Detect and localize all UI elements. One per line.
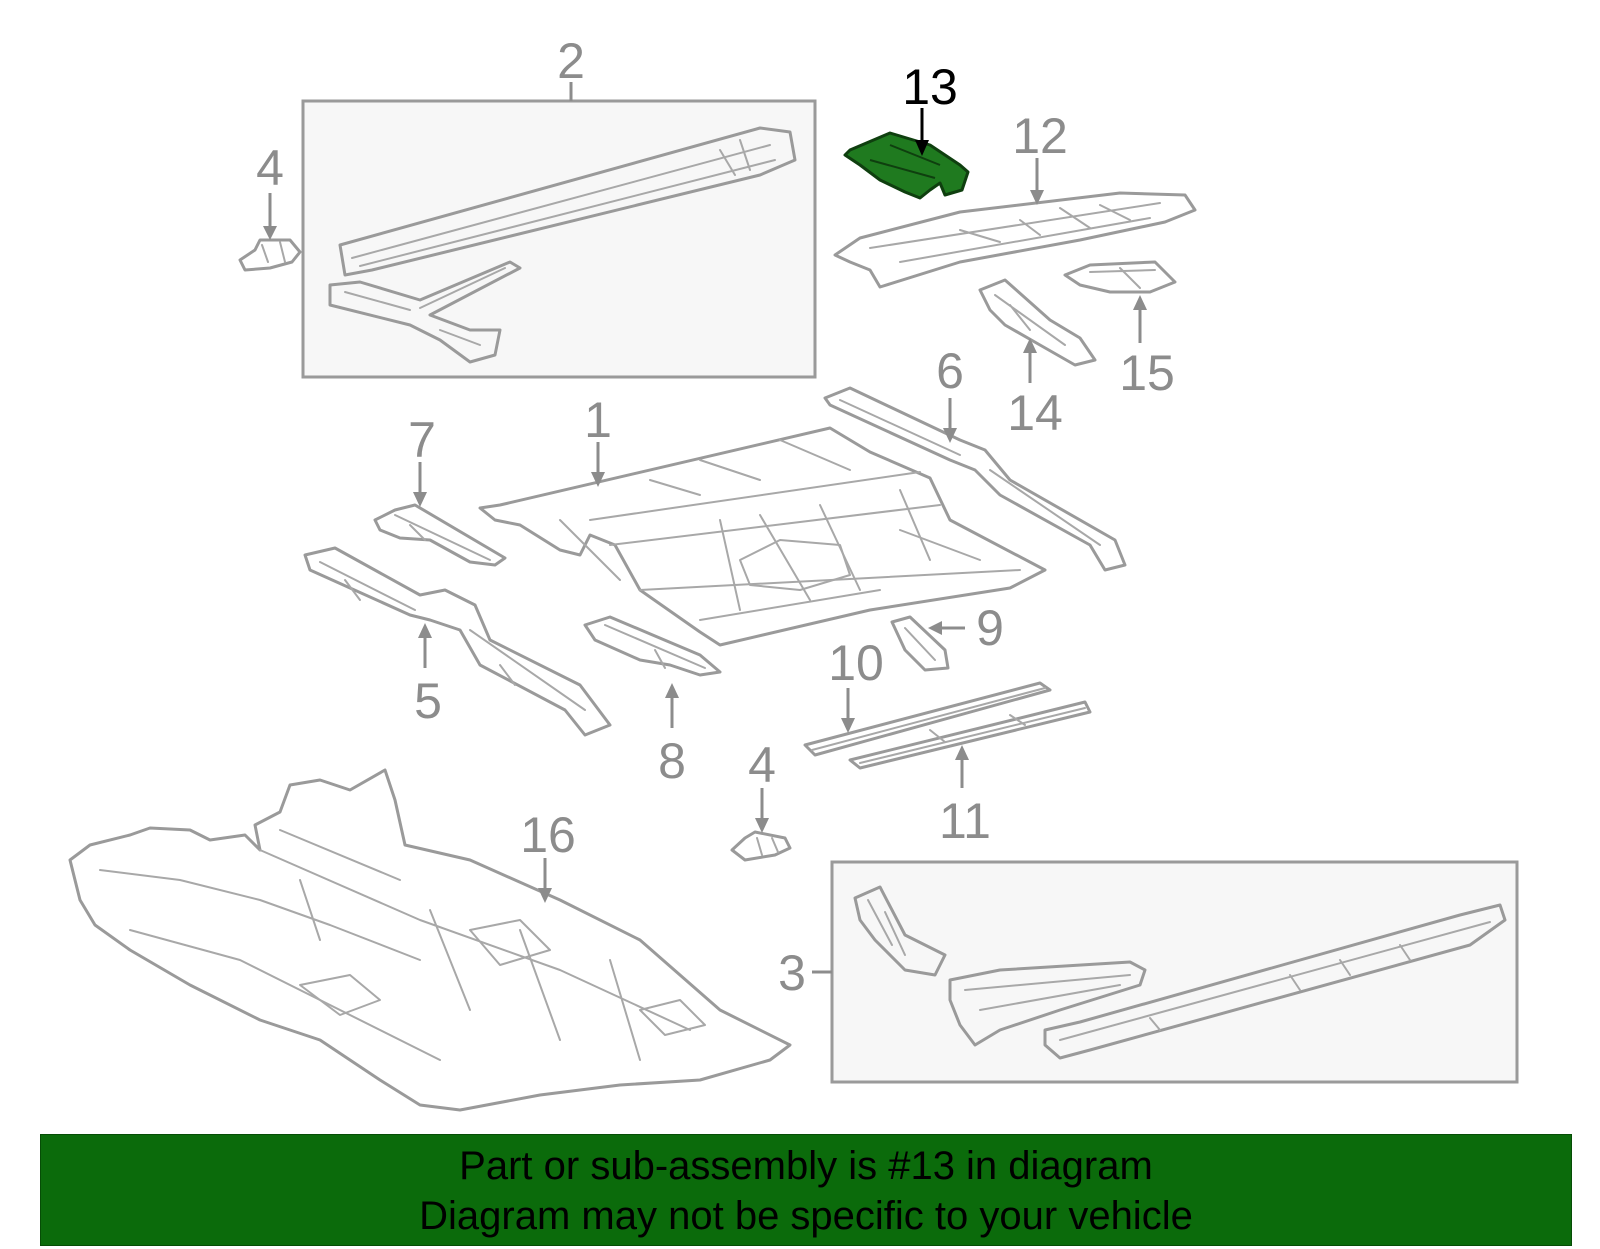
callout-14: 14 <box>1007 385 1063 441</box>
part-4-bracket-upper <box>238 238 302 272</box>
callout-5: 5 <box>414 673 442 729</box>
callout-9: 9 <box>976 600 1004 656</box>
callout-6: 6 <box>936 343 964 399</box>
callout-2: 2 <box>557 33 585 89</box>
callout-15: 15 <box>1119 345 1175 401</box>
part-6-rail <box>823 386 1127 572</box>
part-10-sill <box>803 681 1052 757</box>
notice-line-2: Diagram may not be specific to your vehi… <box>419 1194 1193 1238</box>
part-5-rail <box>303 546 612 737</box>
part-13-highlighted <box>843 131 970 200</box>
callout-4-upper: 4 <box>256 140 284 196</box>
callout-3: 3 <box>778 945 806 1001</box>
part-4-bracket-lower <box>730 830 792 862</box>
notice-banner: Part or sub-assembly is #13 in diagram D… <box>40 1134 1572 1246</box>
part-15-plate <box>1063 260 1177 294</box>
callout-16: 16 <box>520 807 576 863</box>
callout-8: 8 <box>658 733 686 789</box>
notice-line-1: Part or sub-assembly is #13 in diagram <box>459 1144 1153 1188</box>
part-8-crossmember <box>583 615 722 677</box>
callout-4-lower: 4 <box>748 737 776 793</box>
part-11-sill <box>848 700 1092 770</box>
callout-7: 7 <box>408 412 436 468</box>
callout-13: 13 <box>902 59 958 115</box>
part-16-underbody-cover <box>68 768 792 1112</box>
part-9-bracket <box>890 615 950 672</box>
callout-10: 10 <box>828 635 884 691</box>
callout-12: 12 <box>1012 108 1068 164</box>
callout-1: 1 <box>584 392 612 448</box>
callout-11: 11 <box>939 793 991 849</box>
part-7-crossmember <box>373 503 507 567</box>
part-12-panel <box>833 191 1197 289</box>
part-14-bracket <box>978 278 1097 367</box>
assembly-box-3 <box>830 860 1519 1084</box>
assembly-box-2 <box>301 99 817 379</box>
part-1-floor-pan <box>478 426 1047 647</box>
